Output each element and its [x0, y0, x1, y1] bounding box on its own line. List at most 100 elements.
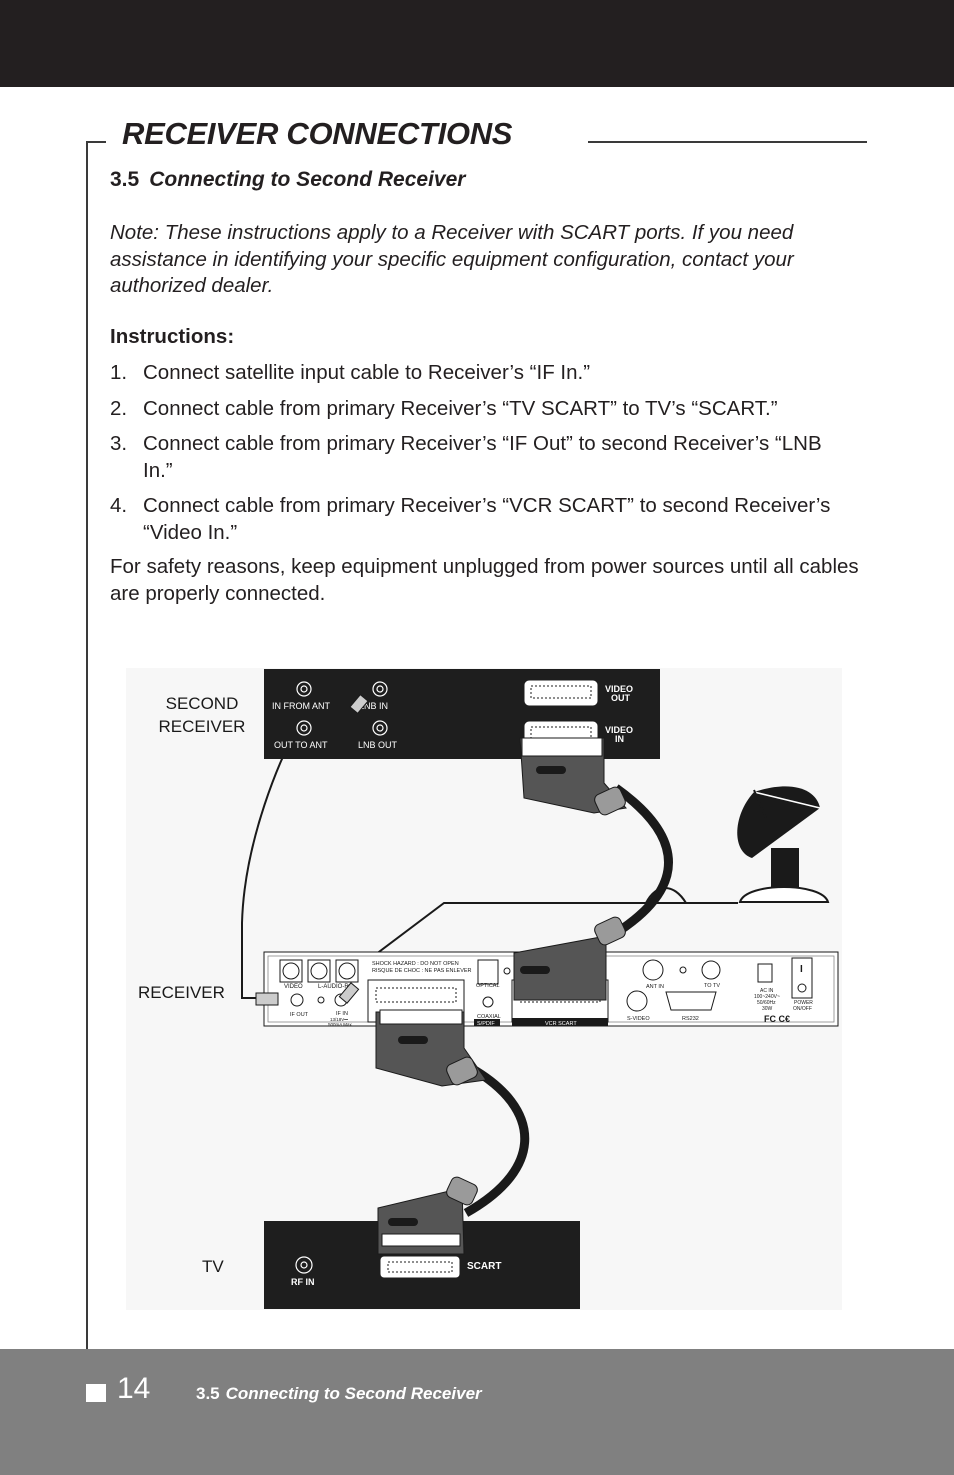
- if-in-label: IF IN: [336, 1011, 348, 1017]
- lnb-out-port: [372, 720, 388, 736]
- subsection-text: Connecting to Second Receiver: [149, 168, 466, 191]
- instruction-step: 4. Connect cable from primary Receiver’s …: [110, 493, 850, 546]
- instruction-list: 1. Connect satellite input cable to Recei…: [110, 360, 850, 555]
- video-out-label-2: OUT: [611, 693, 631, 703]
- safety-paragraph: For safety reasons, keep equipment unplu…: [110, 555, 859, 605]
- video-in-label-1: VIDEO: [605, 725, 633, 735]
- scart-plug-tv-scart: [375, 1009, 487, 1087]
- subsection-number: 3.5: [110, 168, 140, 191]
- rf-plug-lnb-in: [349, 693, 369, 715]
- ac-in-label-4: 30W: [762, 1006, 773, 1012]
- step-number: 3.: [110, 432, 128, 455]
- scart-label: SCART: [467, 1261, 501, 1272]
- rs232-port: [665, 991, 717, 1011]
- header-bar: [0, 0, 954, 87]
- step-text: Connect cable from primary Receiver’s “V…: [143, 494, 831, 544]
- cable-crossover: [645, 887, 687, 904]
- lnb-out-label: LNB OUT: [358, 740, 398, 750]
- connection-diagram: SECOND RECEIVER IN FROM ANT LNB IN OUT T…: [126, 668, 842, 1310]
- scart-plug-vcr: [513, 916, 626, 1001]
- page-marker: [86, 1384, 106, 1402]
- shock-hazard-label: SHOCK HAZARD : DO NOT OPEN: [372, 961, 459, 967]
- if-in-spec-1: 13/18V⎓: [330, 1017, 348, 1022]
- power-switch: [791, 957, 813, 999]
- risque-de-choc-label: RISQUE DE CHOC : NE PAS ENLEVER: [372, 968, 472, 974]
- ant-in-label: ANT IN: [646, 984, 664, 990]
- coaxial-label: COAXIAL: [477, 1014, 501, 1020]
- video-out-label-1: VIDEO: [605, 684, 633, 694]
- coaxial-port: [482, 996, 494, 1008]
- scart-plug-second-receiver: [519, 737, 627, 816]
- footer-section-text: Connecting to Second Receiver: [225, 1384, 482, 1403]
- out-to-ant-port: [296, 720, 312, 736]
- step-number: 2.: [110, 396, 128, 420]
- note-paragraph: Note: These instructions apply to a Rece…: [110, 221, 794, 297]
- spdif-label: S/PDIF: [477, 1021, 495, 1027]
- optical-port: [477, 959, 499, 985]
- lnb-in-label: LNB IN: [359, 701, 388, 711]
- to-tv-label: TO TV: [704, 983, 720, 989]
- rf-plug-if-in: [338, 982, 360, 1004]
- video-port-label: VIDEO: [284, 984, 303, 990]
- footer-section-number: 3.5: [196, 1384, 220, 1403]
- scart-plug-tv: [377, 1176, 478, 1255]
- ant-in-port: [642, 959, 664, 981]
- footer-title: 3.5 Connecting to Second Receiver: [196, 1384, 482, 1404]
- l-audio-r-label: L-AUDIO-R: [318, 984, 349, 990]
- satellite-input-cable: [350, 902, 738, 974]
- ac-in-label-2: 100~240V~: [754, 994, 780, 1000]
- rf-plug-if-out: [255, 992, 279, 1006]
- power-label-2: ON/OFF: [793, 1006, 812, 1012]
- if-in-spec-2: 500mA Max: [328, 1022, 353, 1027]
- audio-r-rca-port: [335, 959, 359, 983]
- vcr-scart-cable: [613, 784, 673, 937]
- instructions-heading: Instructions:: [110, 325, 235, 348]
- rf-in-port: [295, 1256, 313, 1274]
- video-in-label-2: IN: [615, 734, 624, 744]
- second-receiver-label-2: RECEIVER: [159, 717, 246, 736]
- step-text: Connect cable from primary Receiver’s “T…: [143, 396, 778, 420]
- power-on-mark: I: [800, 964, 803, 975]
- lnb-in-port: [372, 681, 388, 697]
- s-video-label: S-VIDEO: [627, 1016, 650, 1022]
- step-number: 1.: [110, 361, 128, 384]
- video-rca-port: [279, 959, 303, 983]
- in-from-ant-port: [296, 681, 312, 697]
- subsection-title: 3.5 Connecting to Second Receiver: [110, 168, 465, 192]
- frame-rule-top-left: [86, 141, 106, 143]
- section-title: RECEIVER CONNECTIONS: [122, 116, 513, 151]
- out-to-ant-label: OUT TO ANT: [274, 740, 328, 750]
- if-out-label: IF OUT: [290, 1012, 309, 1018]
- ac-in-socket: [757, 963, 773, 983]
- optical-label: OPTICAL: [476, 983, 500, 989]
- second-receiver-label-1: SECOND: [166, 694, 239, 713]
- in-from-ant-label: IN FROM ANT: [272, 701, 331, 711]
- satellite-dish-icon: [737, 786, 830, 903]
- if-out-port: [290, 993, 304, 1007]
- power-label-1: POWER: [794, 1000, 813, 1006]
- receiver-label: RECEIVER: [138, 983, 225, 1002]
- to-tv-port: [701, 960, 721, 980]
- instruction-step: 2. Connect cable from primary Receiver’s …: [110, 396, 850, 423]
- ac-in-label-1: AC IN: [760, 988, 774, 994]
- instruction-step: 3. Connect cable from primary Receiver’s …: [110, 431, 850, 484]
- step-text: Connect cable from primary Receiver’s “I…: [143, 432, 822, 482]
- tv-scart-socket: [379, 1255, 461, 1279]
- ac-in-label-3: 50/60Hz: [757, 1000, 776, 1006]
- rf-in-label: RF IN: [291, 1277, 315, 1287]
- audio-l-rca-port: [307, 959, 331, 983]
- tv-label: TV: [202, 1257, 224, 1276]
- frame-rule-top-right: [588, 141, 867, 143]
- page-number: 14: [117, 1372, 151, 1405]
- instruction-step: 1. Connect satellite input cable to Recei…: [110, 360, 850, 387]
- footer-bar: [0, 1349, 954, 1475]
- vcr-scart-label: VCR SCART: [545, 1021, 577, 1027]
- certification-marks: FC C€: [764, 1014, 790, 1024]
- step-number: 4.: [110, 494, 128, 517]
- rs232-label: RS232: [682, 1016, 699, 1022]
- tv-scart-cable: [463, 1064, 530, 1217]
- frame-rule-left: [86, 142, 88, 1352]
- s-video-port: [626, 990, 648, 1012]
- video-out-scart-port: [523, 679, 599, 707]
- step-text: Connect satellite input cable to Receive…: [143, 361, 591, 384]
